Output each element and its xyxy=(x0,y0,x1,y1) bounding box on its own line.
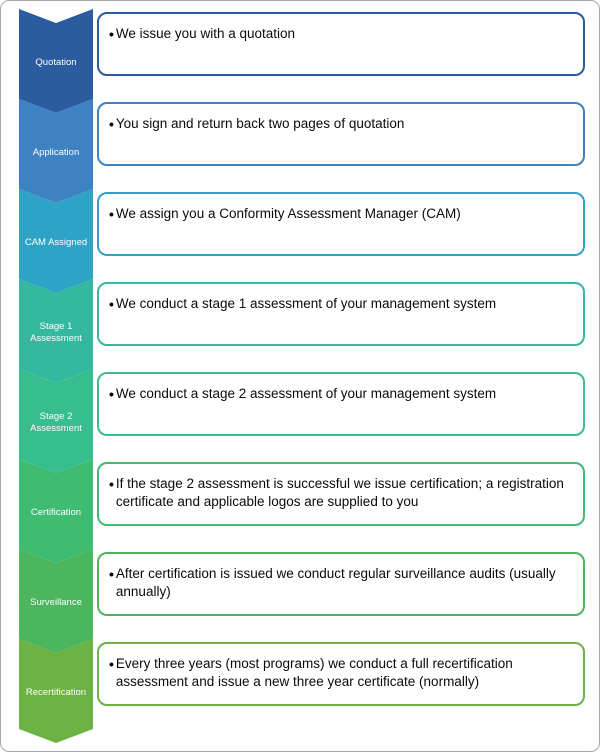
bullet-icon: • xyxy=(109,476,114,492)
step-description-box: • After certification is issued we condu… xyxy=(97,552,585,616)
chevron-arrow-icon: CAM Assigned xyxy=(19,189,93,293)
step-label: Surveillance xyxy=(30,596,82,608)
process-step-row: Certification • If the stage 2 assessmen… xyxy=(1,459,599,563)
chevron-arrow-icon: Quotation xyxy=(19,9,93,113)
step-description-box: • You sign and return back two pages of … xyxy=(97,102,585,166)
process-step-row: Stage 2 Assessment • We conduct a stage … xyxy=(1,369,599,473)
step-description: We issue you with a quotation xyxy=(115,26,296,41)
bullet-icon: • xyxy=(109,566,114,582)
step-description-box: • If the stage 2 assessment is successfu… xyxy=(97,462,585,526)
step-label: Stage 2 Assessment xyxy=(30,410,82,434)
process-step-row: Surveillance • After certification is is… xyxy=(1,549,599,653)
chevron-arrow-icon: Stage 2 Assessment xyxy=(19,369,93,473)
step-label: Quotation xyxy=(35,56,77,68)
step-description: You sign and return back two pages of qu… xyxy=(115,116,405,131)
step-description-box: • We conduct a stage 1 assessment of you… xyxy=(97,282,585,346)
process-step-row: Recertification • Every three years (mos… xyxy=(1,639,599,743)
step-description-box: • We assign you a Conformity Assessment … xyxy=(97,192,585,256)
process-step-row: CAM Assigned • We assign you a Conformit… xyxy=(1,189,599,293)
step-label: Stage 1 Assessment xyxy=(30,320,82,344)
process-step-row: Application • You sign and return back t… xyxy=(1,99,599,203)
bullet-icon: • xyxy=(109,656,114,672)
chevron-arrow-icon: Stage 1 Assessment xyxy=(19,279,93,383)
step-description: After certification is issued we conduct… xyxy=(115,566,556,599)
chevron-arrow-icon: Surveillance xyxy=(19,549,93,653)
step-description-box: • We issue you with a quotation xyxy=(97,12,585,76)
chevron-arrow-icon: Certification xyxy=(19,459,93,563)
bullet-icon: • xyxy=(109,206,114,222)
step-label: Recertification xyxy=(25,686,87,698)
step-description: We assign you a Conformity Assessment Ma… xyxy=(115,206,461,221)
step-label: Application xyxy=(32,146,80,158)
bullet-icon: • xyxy=(109,116,114,132)
bullet-icon: • xyxy=(109,296,114,312)
step-description: We conduct a stage 2 assessment of your … xyxy=(115,386,497,401)
bullet-icon: • xyxy=(109,26,114,42)
step-description: We conduct a stage 1 assessment of your … xyxy=(115,296,497,311)
process-step-row: Stage 1 Assessment • We conduct a stage … xyxy=(1,279,599,383)
step-description-box: • Every three years (most programs) we c… xyxy=(97,642,585,706)
step-description-box: • We conduct a stage 2 assessment of you… xyxy=(97,372,585,436)
process-step-row: Quotation • We issue you with a quotatio… xyxy=(1,9,599,113)
step-description: If the stage 2 assessment is successful … xyxy=(115,476,564,509)
step-description: Every three years (most programs) we con… xyxy=(115,656,513,689)
step-label: Certification xyxy=(30,506,82,518)
chevron-arrow-icon: Recertification xyxy=(19,639,93,743)
step-label: CAM Assigned xyxy=(24,236,88,248)
chevron-arrow-icon: Application xyxy=(19,99,93,203)
bullet-icon: • xyxy=(109,386,114,402)
